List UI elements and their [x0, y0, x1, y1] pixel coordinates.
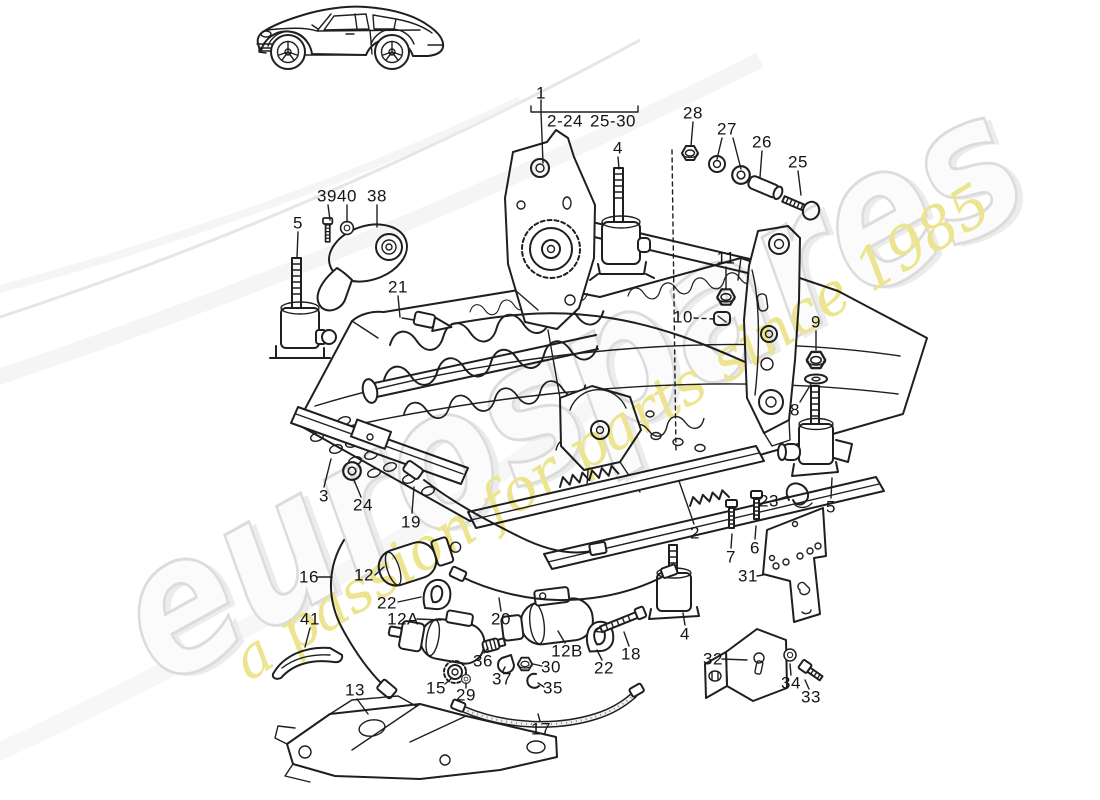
washer-24 — [342, 461, 362, 481]
bolt-33 — [797, 659, 824, 682]
c-clip-35 — [526, 672, 540, 689]
spindle-8-and-jack-5-right — [777, 350, 853, 477]
motor-12A — [387, 609, 486, 665]
nut-9 — [805, 350, 827, 370]
actuator-4-bottom — [648, 544, 700, 620]
fork-22-upper — [422, 578, 452, 611]
crank-handle-38 — [316, 223, 408, 312]
washer-34 — [783, 648, 797, 662]
clip-37 — [497, 654, 515, 674]
rod-18 — [594, 605, 648, 634]
group-bracket-1 — [530, 105, 639, 113]
nut-11 — [716, 288, 736, 306]
motor-12 — [377, 536, 462, 587]
mount-plate-31 — [762, 507, 827, 623]
nut-30 — [516, 656, 534, 672]
bracket-13 — [274, 695, 558, 783]
car-thumbnail — [256, 5, 445, 70]
strap-41 — [271, 646, 344, 680]
washer-40 — [339, 220, 355, 236]
ring-29 — [461, 674, 471, 684]
clip-23 — [785, 482, 813, 509]
hardware-top-row — [681, 145, 821, 221]
bolt-39 — [322, 217, 334, 243]
left-recliner-plate — [504, 129, 596, 330]
hose-17 — [450, 682, 645, 728]
bracket-32 — [704, 628, 788, 702]
clip-10 — [713, 311, 731, 326]
